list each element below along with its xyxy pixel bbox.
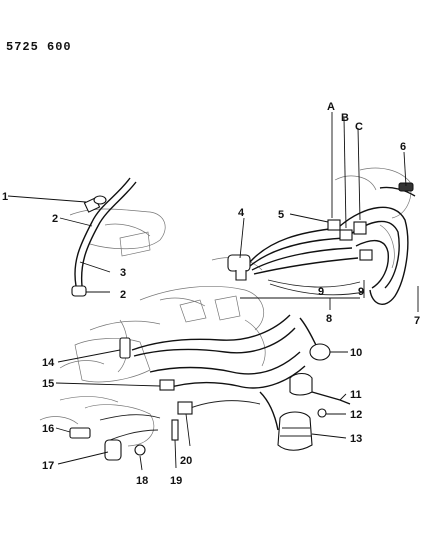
vacuum-hose-assembly (71, 177, 137, 297)
spark-plug-14 (119, 337, 131, 359)
callout-15: 15 (42, 378, 54, 390)
nut-12 (317, 408, 327, 418)
callout-labels: 1 2 2 3 4 5 A B C 6 7 8 9 9 10 11 12 13 … (2, 101, 420, 487)
callout-13: 13 (350, 433, 362, 445)
valve-10 (309, 343, 331, 361)
callout-11: 11 (350, 389, 362, 401)
callout-5: 5 (278, 209, 284, 221)
callout-2-upper: 2 (52, 213, 58, 225)
connector-15 (159, 379, 175, 391)
distributor-cap (227, 254, 251, 272)
callout-8: 8 (326, 313, 332, 325)
canister-13 (277, 411, 313, 451)
ignition-wiring-lower (69, 314, 321, 461)
callout-20: 20 (180, 455, 192, 467)
callout-16: 16 (42, 423, 54, 435)
clip-16 (69, 427, 91, 439)
bolt-19 (171, 419, 179, 441)
callout-19: 19 (170, 475, 182, 487)
callout-9-right: 9 (358, 286, 364, 298)
leader-lines (7, 112, 419, 471)
callout-9-left: 9 (318, 286, 324, 298)
callout-7: 7 (414, 315, 420, 327)
callout-4: 4 (238, 207, 245, 219)
callout-12: 12 (350, 409, 362, 421)
part-code: 5725 600 (6, 40, 72, 54)
nut-18 (134, 444, 146, 456)
callout-A: A (327, 101, 335, 113)
right-lower-components (277, 343, 351, 451)
wire-boot-d (359, 249, 373, 261)
hose-connector (93, 195, 107, 205)
sensor-20 (177, 401, 193, 415)
wire-boot-b (339, 229, 353, 241)
callout-14: 14 (42, 357, 55, 369)
wire-boot-a (327, 219, 341, 231)
callout-18: 18 (136, 475, 148, 487)
callout-10: 10 (350, 347, 362, 359)
callout-2-lower: 2 (120, 289, 126, 301)
hose-clamp-lower (71, 285, 87, 297)
bracket-11 (289, 372, 313, 396)
callout-17: 17 (42, 460, 54, 472)
engine-block-outline (39, 167, 412, 447)
sensor-17 (104, 439, 122, 461)
callout-3: 3 (120, 267, 126, 279)
spark-plug-wire-harness (227, 182, 416, 305)
wire-boot-c (353, 221, 367, 235)
callout-6: 6 (400, 141, 406, 153)
callout-C: C (355, 121, 363, 133)
callout-1: 1 (2, 191, 8, 203)
callout-B: B (341, 112, 349, 124)
